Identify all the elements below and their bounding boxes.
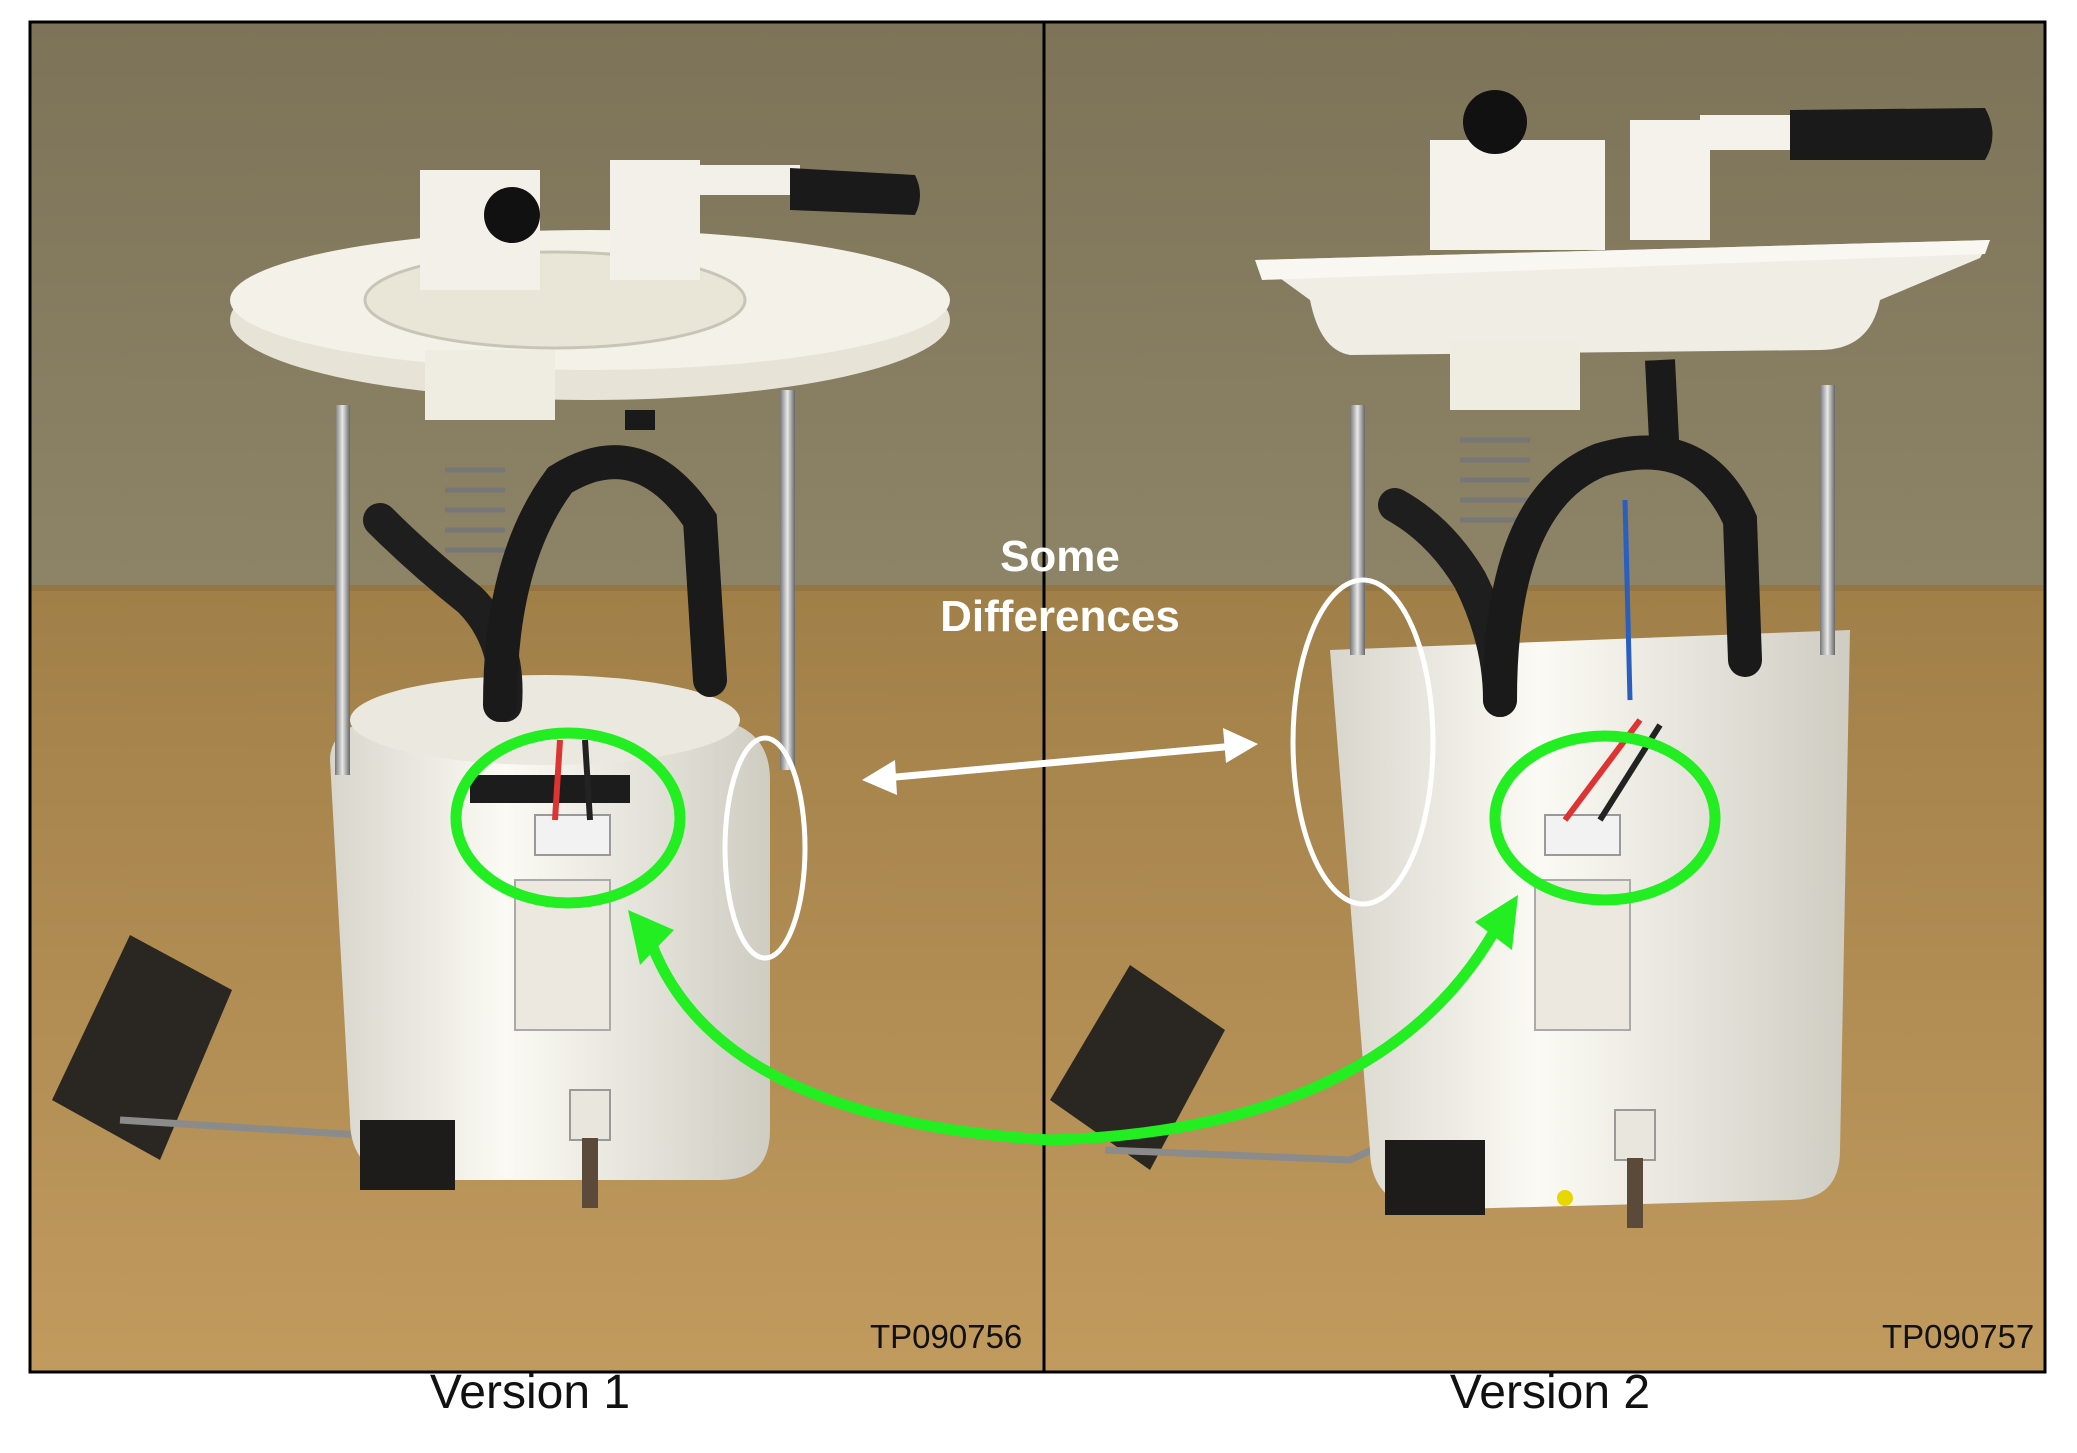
caption-version-2: Version 2 (1449, 1366, 1651, 1419)
fuel-level-float (1050, 965, 1225, 1170)
annotation-line-1: Some (1000, 532, 1120, 581)
fuel-level-float (52, 935, 232, 1160)
photo-code-1: TP090756 (870, 1318, 1023, 1355)
difference-arrow (862, 728, 1258, 795)
annotation-line-2: Differences (940, 592, 1180, 641)
figure-frame (28, 20, 2047, 1374)
connector-highlight-left (450, 727, 686, 909)
connector-highlight-right (1489, 730, 1721, 906)
photo-version-2 (1045, 22, 2045, 1372)
photo-version-1 (30, 22, 1043, 1372)
difference-highlight-left (722, 735, 808, 961)
difference-highlight-right (1290, 577, 1436, 907)
connector-arrow (628, 895, 1518, 1146)
caption-version-1: Version 1 (429, 1366, 631, 1419)
photo-code-2: TP090757 (1882, 1318, 2035, 1355)
annotation-some-differences: Some Differences (900, 527, 1220, 647)
